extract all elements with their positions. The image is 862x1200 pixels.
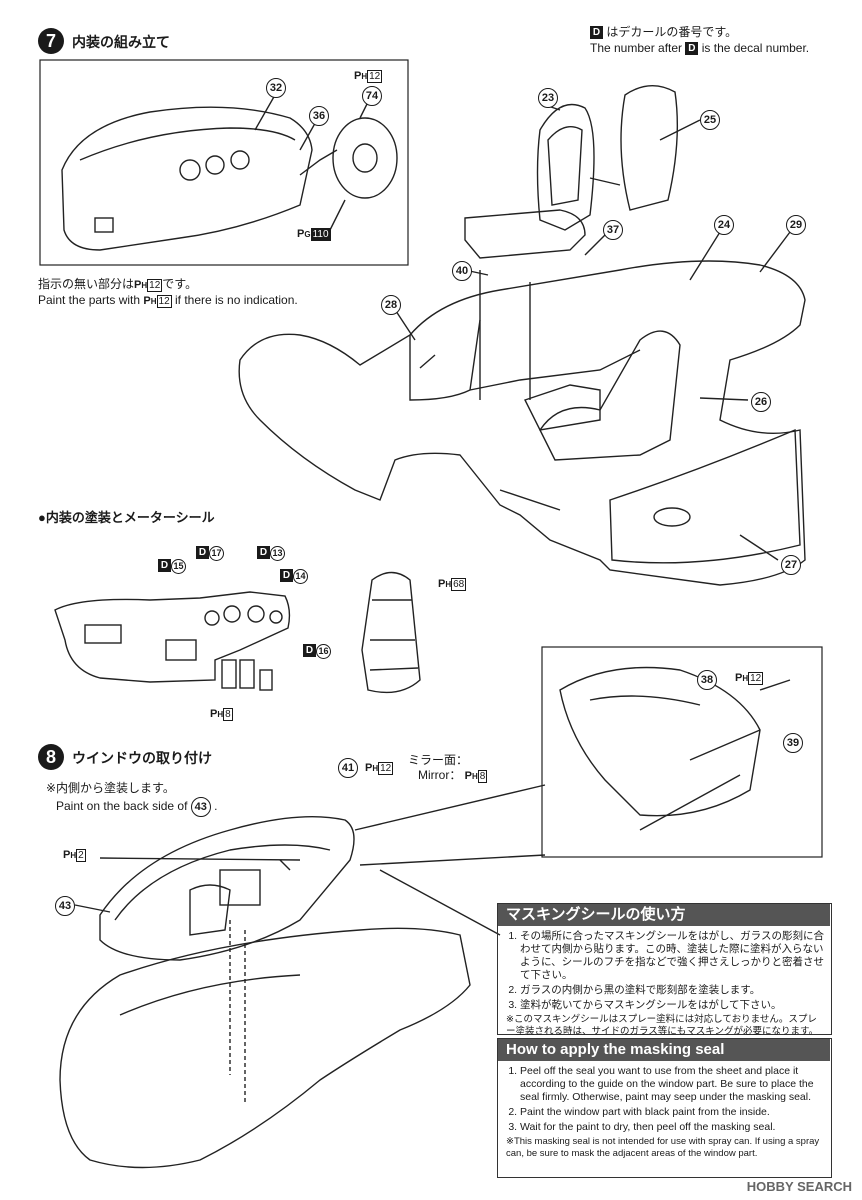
paint-note-jp-b: です。	[162, 277, 198, 291]
decal-symbol: D	[685, 42, 699, 56]
part-43: 43	[55, 896, 75, 916]
masking-en-step-1: Peel off the seal you want to use from t…	[520, 1065, 824, 1104]
paint-note-en-a: Paint the parts with	[38, 293, 141, 307]
decal-note-en-b: is the decal number.	[701, 41, 810, 55]
step-7-number: 7	[38, 28, 64, 54]
part-24: 24	[714, 215, 734, 235]
part-40: 40	[452, 261, 472, 281]
part-43-inline: 43	[190, 797, 211, 817]
masking-jp-header: マスキングシールの使い方	[498, 904, 830, 926]
step-8-paint-note-en-text: Paint on the back side of	[56, 799, 188, 813]
masking-en-step-2: Paint the window part with black paint f…	[520, 1106, 824, 1119]
masking-jp-step-2: ガラスの内側から黒の塗料で彫刻部を塗装します。	[520, 984, 824, 997]
decal-note-en: The number after D is the decal number.	[590, 40, 809, 56]
masking-jp-step-3: 塗料が乾いてからマスキングシールをはがして下さい。	[520, 999, 824, 1012]
part-28: 28	[381, 295, 401, 315]
step-8-number: 8	[38, 744, 64, 770]
decal-note-jp: D はデカールの番号です。	[590, 24, 737, 40]
part-32: 32	[266, 78, 286, 98]
masking-en-steps: Peel off the seal you want to use from t…	[506, 1065, 824, 1160]
part-23: 23	[538, 88, 558, 108]
part-27: 27	[781, 555, 801, 575]
mirror-en-text: Mirror：	[418, 768, 462, 782]
masking-jp-step-1: その場所に合ったマスキングシールをはがし、ガラスの彫刻に合わせて内側から貼ります…	[520, 930, 824, 982]
masking-jp-steps: その場所に合ったマスキングシールをはがし、ガラスの彫刻に合わせて内側から貼ります…	[506, 930, 824, 1038]
mirror-jp: ミラー面：	[408, 753, 469, 767]
part-26: 26	[751, 392, 771, 412]
masking-en-box	[497, 1038, 832, 1178]
step-8-paint-note-en: Paint on the back side of 43 .	[56, 797, 217, 817]
part-36: 36	[309, 106, 329, 126]
masking-jp-box	[497, 903, 832, 1035]
step-8-paint-note-jp: ※内側から塗装します。	[46, 781, 175, 795]
paint-note-jp-a: 指示の無い部分は	[38, 277, 135, 291]
part-39: 39	[783, 733, 803, 753]
step-7-title: 内装の組み立て	[72, 34, 170, 50]
step-8-title: ウインドウの取り付け	[72, 750, 212, 766]
part-38: 38	[697, 670, 717, 690]
masking-en-header: How to apply the masking seal	[498, 1039, 830, 1061]
masking-jp-note: ※このマスキングシールはスプレー塗料には対応しておりません。スプレー塗装される時…	[506, 1014, 819, 1037]
part-74: 74	[362, 86, 382, 106]
decal-note-en-a: The number after	[590, 41, 683, 55]
paint-note-en-b: if there is no indication.	[175, 293, 298, 307]
masking-en-step-3: Wait for the paint to dry, then peel off…	[520, 1121, 824, 1134]
decal-note-jp-text: はデカールの番号です。	[606, 25, 738, 39]
watermark: HOBBY SEARCH	[746, 1179, 852, 1194]
part-37: 37	[603, 220, 623, 240]
part-29: 29	[786, 215, 806, 235]
masking-en-note: ※This masking seal is not intended for u…	[506, 1136, 820, 1159]
decal-symbol: D	[590, 26, 603, 40]
meter-section-title: ●内装の塗装とメーターシール	[38, 510, 215, 525]
part-41: 41	[338, 758, 358, 778]
part-25: 25	[700, 110, 720, 130]
